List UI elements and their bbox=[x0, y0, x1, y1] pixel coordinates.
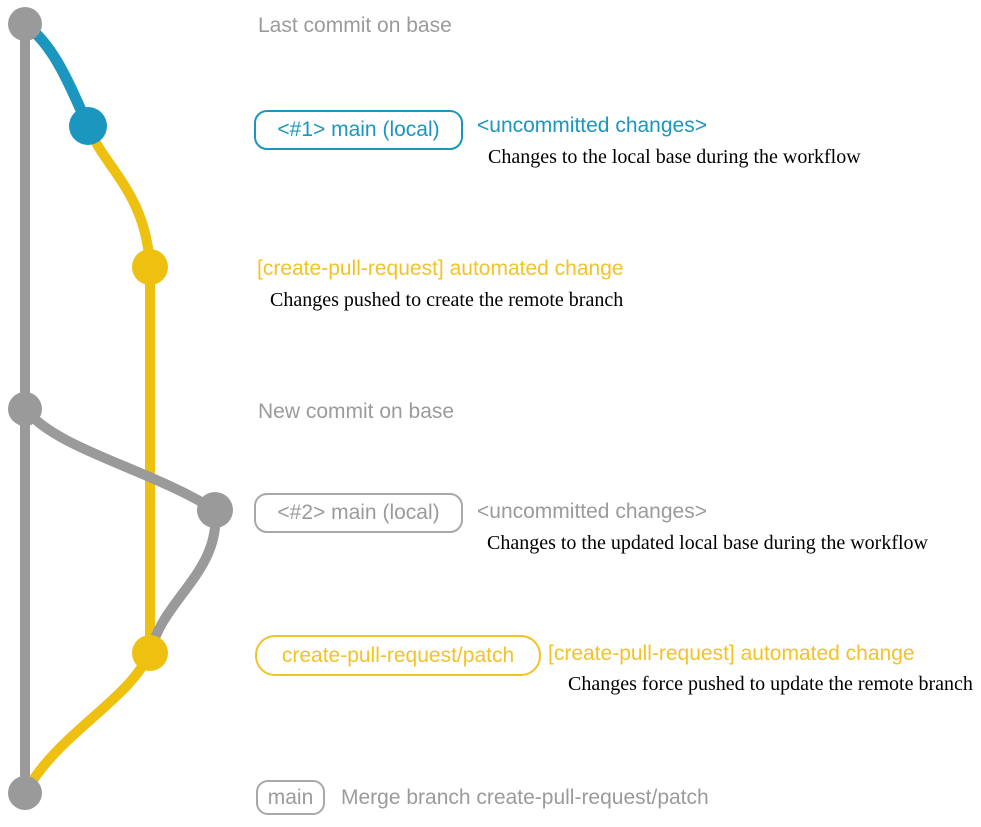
main-local-2-branch-out-curve bbox=[20, 404, 220, 515]
title-automated-change-2: [create-pull-request] automated change bbox=[548, 642, 915, 665]
patch-branch-curve-top bbox=[83, 121, 155, 272]
patch-branch-merge-curve bbox=[20, 648, 155, 798]
label-new-commit-on-base: New commit on base bbox=[258, 400, 455, 423]
commit-node-merge-commit bbox=[8, 776, 42, 810]
title-uncommitted-changes-2: <uncommitted changes> bbox=[477, 500, 707, 523]
commit-node-main-local-2 bbox=[197, 492, 233, 528]
branch-badge-main-local-2: <#2> main (local) bbox=[254, 493, 463, 533]
title-automated-change-1: [create-pull-request] automated change bbox=[257, 257, 624, 280]
title-uncommitted-changes-1: <uncommitted changes> bbox=[477, 114, 707, 137]
branch-badge-main: main bbox=[256, 780, 325, 815]
commit-node-automated-change-1 bbox=[132, 249, 168, 285]
label-last-commit-on-base: Last commit on base bbox=[258, 14, 452, 37]
desc-automated-change-1: Changes pushed to create the remote bran… bbox=[270, 289, 624, 311]
commit-node-automated-change-2 bbox=[132, 635, 168, 671]
main-local-2-branch-return-curve bbox=[145, 505, 221, 658]
label-merge-branch: Merge branch create-pull-request/patch bbox=[341, 786, 709, 809]
commit-node-new-commit-on-base bbox=[8, 392, 42, 426]
branch-badge-main-local-1: <#1> main (local) bbox=[254, 110, 463, 150]
desc-automated-change-2: Changes force pushed to update the remot… bbox=[568, 673, 973, 695]
desc-uncommitted-changes-2: Changes to the updated local base during… bbox=[487, 532, 928, 554]
branch-badge-create-pull-request-patch: create-pull-request/patch bbox=[255, 635, 541, 676]
commit-node-last-commit-on-base bbox=[8, 7, 42, 41]
commit-node-main-local-1 bbox=[69, 107, 107, 145]
desc-uncommitted-changes-1: Changes to the local base during the wor… bbox=[488, 146, 861, 168]
